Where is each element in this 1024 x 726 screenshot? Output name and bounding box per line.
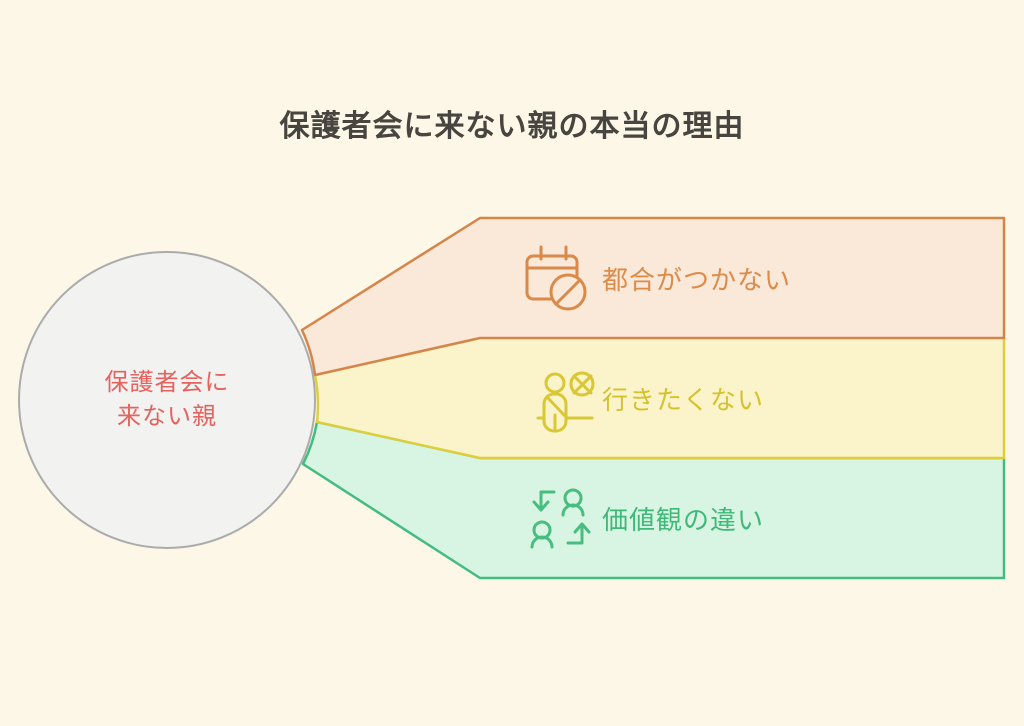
branch-label-values-gap: 価値観の違い [602, 504, 765, 535]
center-node-label: 保護者会に 来ない親 [18, 252, 316, 548]
branch-label-dont-want-to-go: 行きたくない [602, 384, 765, 415]
branch-label-no-time: 都合がつかない [602, 264, 792, 295]
branch-band-no-time [300, 216, 1006, 377]
absent-person-icon [536, 371, 595, 433]
people-exchange-icon [530, 488, 591, 549]
calendar-blocked-icon [525, 245, 587, 311]
page-title: 保護者会に来ない親の本当の理由 [279, 110, 745, 143]
center-node-circle [18, 251, 316, 549]
center-node-label-line1: 保護者会に [104, 369, 230, 397]
center-node-label-line2: 来ない親 [117, 403, 217, 430]
